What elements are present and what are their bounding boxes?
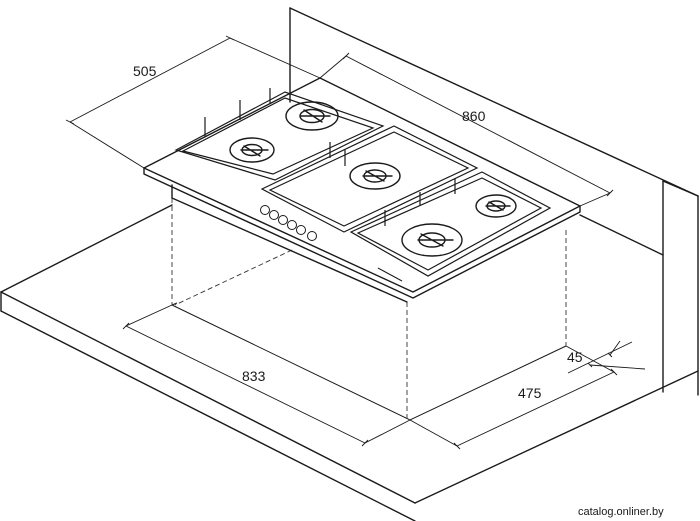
watermark: catalog.onliner.by xyxy=(578,506,664,518)
pan-support-front-right xyxy=(349,171,552,277)
brand-plate xyxy=(377,267,403,282)
knob-icon xyxy=(269,210,279,220)
knob-icon xyxy=(278,215,288,225)
control-knobs xyxy=(260,205,317,241)
burner-icon xyxy=(401,223,463,257)
burner-icon xyxy=(475,194,517,218)
pan-support-middle xyxy=(260,125,479,233)
pan-support-back-left xyxy=(174,88,385,181)
dimension-cutout-depth-label: 475 xyxy=(518,385,542,401)
dimension-width-label: 860 xyxy=(462,108,486,124)
knob-icon xyxy=(296,225,306,235)
dimension-edge-offset: 45 xyxy=(567,340,646,374)
burner-icon xyxy=(229,137,275,163)
burners xyxy=(229,101,517,257)
dimension-cutout-width: 833 xyxy=(122,304,411,447)
knob-icon xyxy=(287,220,297,230)
dimension-cutout-width-label: 833 xyxy=(242,368,266,384)
knob-icon xyxy=(260,205,270,215)
back-wall xyxy=(289,7,699,396)
burner-icon xyxy=(349,162,401,190)
dimension-depth-label: 505 xyxy=(133,63,157,79)
dimension-width: 860 xyxy=(319,52,614,207)
dimension-cutout-depth: 475 xyxy=(409,345,618,450)
knob-icon xyxy=(307,231,317,241)
burner-icon xyxy=(285,101,339,131)
countertop-cutout xyxy=(171,198,567,421)
dimension-depth: 505 xyxy=(65,35,321,169)
dimension-edge-offset-label: 45 xyxy=(567,349,583,365)
countertop xyxy=(0,204,699,521)
